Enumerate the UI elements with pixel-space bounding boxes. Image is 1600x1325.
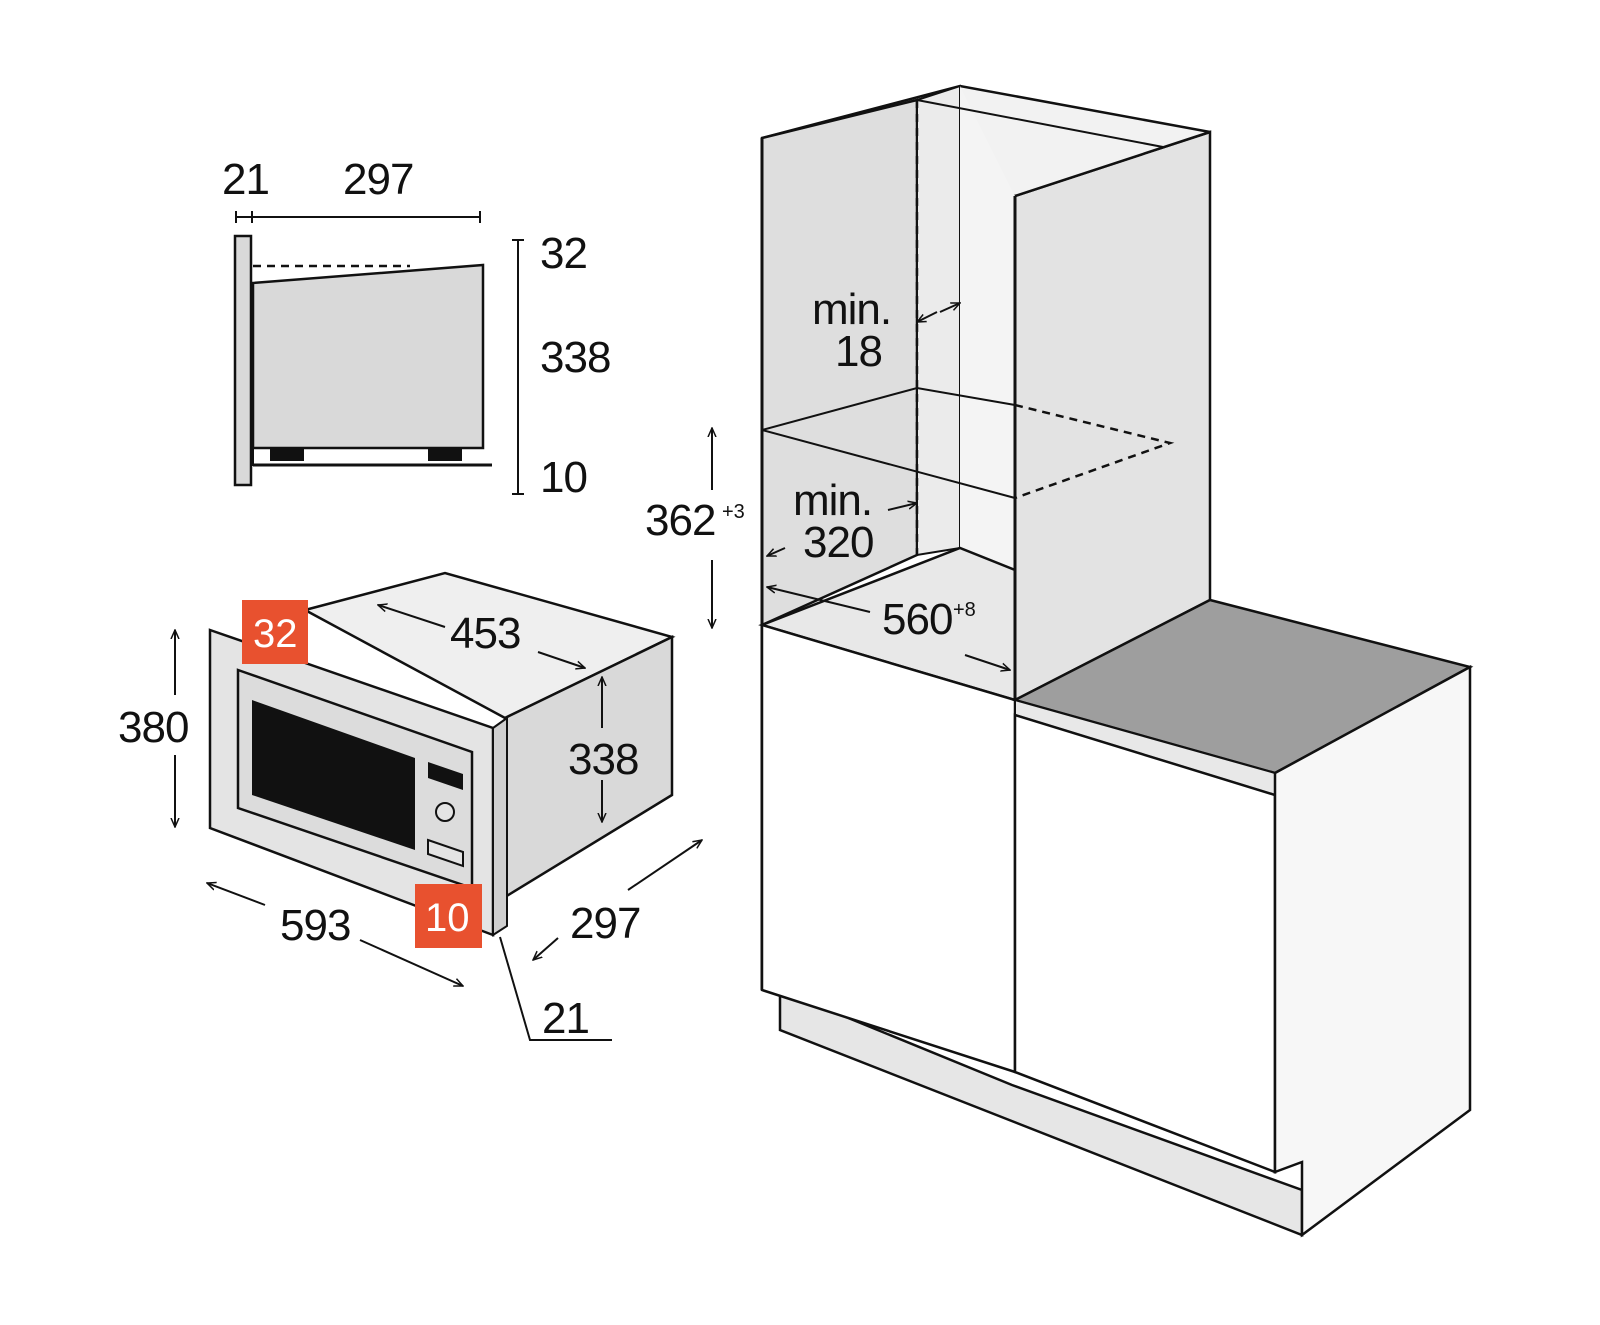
min320-arrow-left [767,547,786,557]
side-foot-left [270,448,304,461]
min-label-upper: min. [812,285,891,334]
min18-arrow-right [939,302,960,313]
cabinet: min. 18 362 +3 min. 320 560 +8 [645,84,1474,1238]
niche-width-tol: +8 [953,599,976,621]
bottom-gap-badge [415,884,482,948]
side-depth: 297 [343,155,413,204]
niche-shelf-side [761,429,1016,499]
side-frame [233,234,253,487]
width560-arrow-left [767,587,871,613]
microwave-window [252,700,415,850]
front-593-arrow-left [207,883,266,906]
front-21-leader [499,936,612,1041]
min-value-lower: 320 [803,518,873,567]
min-value-upper: 18 [835,327,882,376]
front-453-arrow-right [537,651,585,668]
microwave-button [427,838,464,868]
tall-unit-inner-right [960,86,1015,700]
side-body [251,263,485,450]
niche-height-tol: +3 [722,501,745,523]
front-width-top: 453 [450,609,520,658]
min18-arrow-left [917,311,938,323]
front-297-arrow-up [627,840,702,891]
front-view: 32 10 453 380 338 593 297 21 [118,571,702,1043]
niche-width: 560 [882,595,952,644]
front-frame-width: 593 [280,901,350,950]
front-frame-thickness: 21 [542,994,589,1043]
side-top-gap: 32 [540,229,587,278]
front-593-arrow-right [359,939,463,987]
shelf-dashed [1014,403,1175,500]
bottom-gap-badge-text: 10 [425,896,470,940]
top-inner-back-edge [916,99,1164,148]
front-frame-height: 380 [118,703,188,752]
min-label-lower: min. [793,476,872,525]
min320-arrow-right [887,503,917,511]
front-depth: 297 [570,899,640,948]
side-bottom-gap: 10 [540,453,587,502]
base-unit-side [1273,664,1472,1238]
tall-unit-inner-back [916,84,961,557]
microwave-knob [435,802,455,822]
width560-arrow-right [964,654,1010,670]
front-297-arrow-down [533,937,559,960]
microwave-frame-edge [492,716,508,937]
side-body-height: 338 [540,333,610,382]
top-gap-badge [242,600,308,664]
front-453-arrow-left [378,605,446,628]
side-foot-right [428,448,462,461]
microwave-display [428,762,463,790]
front-body-height: 338 [568,735,638,784]
top-gap-badge-text: 32 [253,612,298,656]
side-view: 21 297 32 338 10 [222,155,611,502]
side-frame-thickness: 21 [222,155,269,204]
niche-height: 362 [645,496,715,545]
